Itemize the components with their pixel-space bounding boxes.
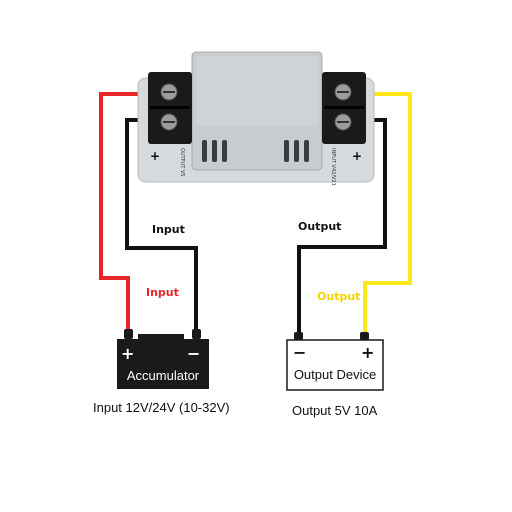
wires: [99, 92, 412, 338]
module-left-plus: +: [150, 149, 160, 163]
accumulator-minus: −: [187, 344, 200, 363]
output-black-wire-label: Output: [298, 220, 342, 233]
output-device-terminal-positive: [360, 332, 369, 340]
accumulator-body: [117, 339, 209, 389]
module-left-side-text: OUTPUT V5: [179, 148, 185, 177]
accumulator: + − Accumulator: [117, 329, 209, 389]
accumulator-top-bar: [138, 334, 184, 340]
output-device-body: [286, 339, 384, 391]
output-device-plus: +: [361, 343, 374, 362]
yellow-output-wire: [355, 92, 412, 338]
red-input-wire: [99, 92, 158, 336]
input-black-wire-label: Input: [152, 223, 185, 236]
accumulator-label: Accumulator: [127, 368, 200, 383]
module-right-plus: +: [352, 149, 362, 163]
accumulator-plus: +: [121, 344, 134, 363]
output-caption: Output 5V 10A: [292, 403, 378, 418]
cooling-slots: [202, 140, 309, 162]
output-device-label: Output Device: [294, 367, 376, 382]
module-right-side-text: INPUT V42/V21: [330, 148, 336, 186]
output-device-minus: −: [293, 343, 306, 362]
input-caption: Input 12V/24V (10-32V): [93, 400, 230, 415]
accumulator-terminal-positive: [124, 329, 133, 339]
output-device: − + Output Device: [286, 332, 384, 391]
input-red-wire-label: Input: [146, 286, 179, 299]
black-output-wire: [297, 118, 387, 338]
accumulator-terminal-negative: [192, 329, 201, 339]
black-input-wire: [125, 118, 198, 336]
output-yellow-wire-label: Output: [317, 290, 361, 303]
converter-module: + + OUTPUT V5 INPUT V42/V21: [137, 51, 375, 186]
output-device-terminal-negative: [294, 332, 303, 340]
